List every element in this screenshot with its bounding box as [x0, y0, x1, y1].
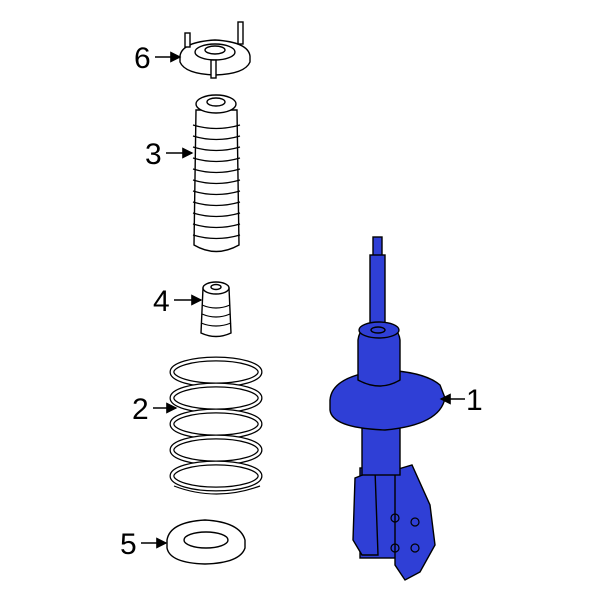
callout-5: 5: [120, 528, 168, 561]
callout-1: 1: [439, 384, 483, 417]
callout-label-6: 6: [134, 42, 151, 75]
strut-mount[interactable]: [179, 21, 251, 79]
callout-label-5: 5: [120, 528, 137, 561]
spring-seat[interactable]: [166, 519, 246, 565]
coil-spring[interactable]: [169, 356, 263, 495]
callout-4: 4: [153, 285, 203, 318]
callout-label-2: 2: [132, 393, 149, 426]
callout-6: 6: [134, 42, 182, 75]
callout-label-3: 3: [145, 138, 162, 171]
bump-stop[interactable]: [200, 281, 232, 338]
dust-boot[interactable]: [192, 94, 241, 253]
callout-label-4: 4: [153, 285, 170, 318]
strut-assembly[interactable]: [329, 236, 446, 581]
callout-3: 3: [145, 138, 194, 171]
callout-2: 2: [132, 393, 178, 426]
callout-label-1: 1: [466, 384, 483, 417]
